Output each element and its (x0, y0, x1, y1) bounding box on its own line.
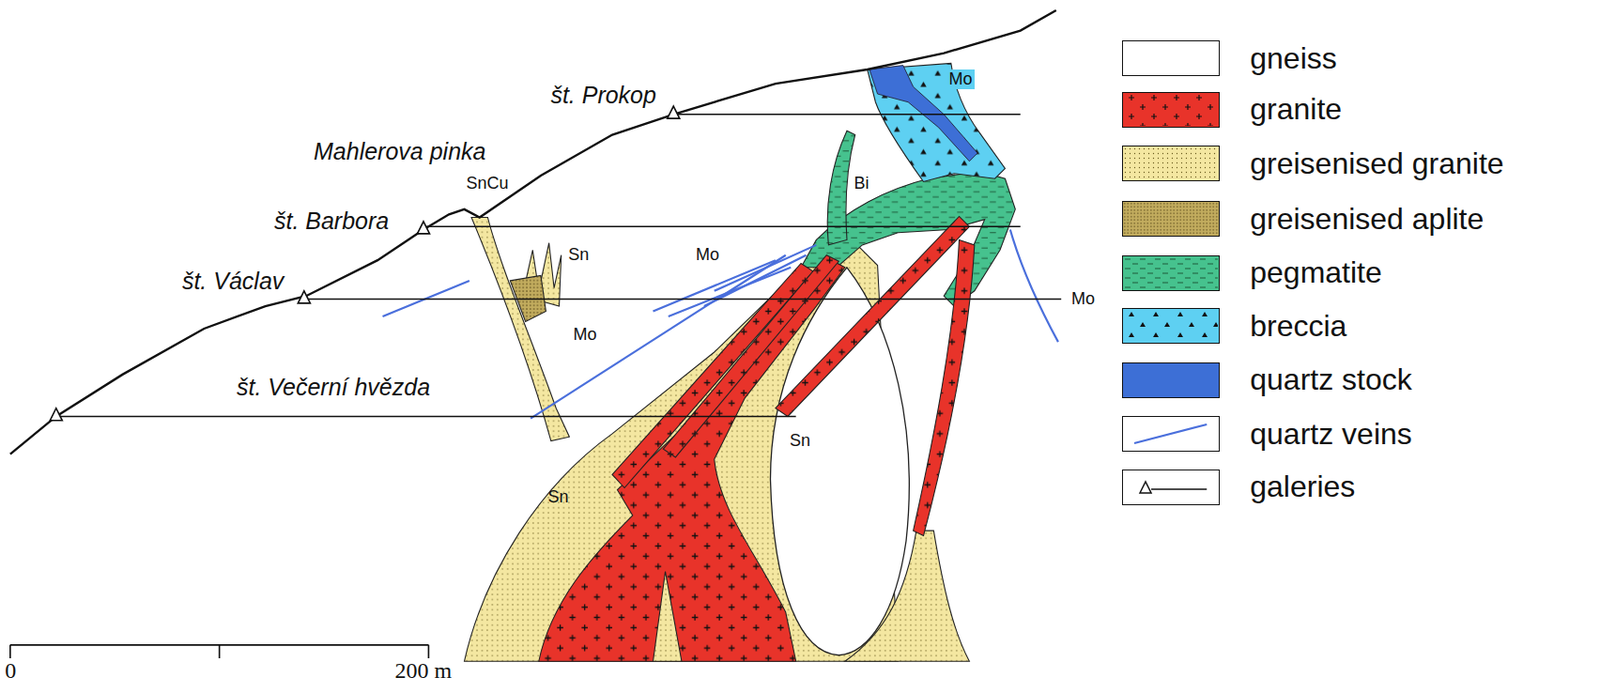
scale-label: 200 m (392, 658, 454, 685)
legend-swatch (1122, 200, 1219, 237)
element-label: Mo (946, 69, 974, 90)
legend-label: quartz stock (1249, 362, 1413, 398)
element-label: Bi (851, 173, 871, 194)
gallery-name: št. Barbora (272, 207, 391, 235)
element-label: Mo (1069, 289, 1097, 309)
gallery-levels (58, 114, 1062, 417)
breccia-pipe (867, 62, 1006, 182)
legend-swatch (1122, 40, 1219, 77)
gallery-sample (1122, 469, 1219, 506)
swatch-texture (1123, 146, 1217, 180)
legend-label: granite (1249, 92, 1342, 127)
element-label: Sn (566, 245, 591, 265)
vein-sample (1122, 415, 1219, 452)
legend-swatch (1122, 362, 1219, 399)
legend-label: greisenised granite (1249, 146, 1504, 182)
swatch-texture (1123, 308, 1217, 342)
legend-swatch (1122, 307, 1219, 344)
element-label: Mo (571, 324, 600, 345)
legend-label: greisenised aplite (1249, 201, 1484, 237)
swatch-texture (1123, 201, 1217, 235)
gallery-portals (49, 106, 680, 421)
quartz-veins (383, 230, 1059, 419)
legend-label: gneiss (1249, 41, 1338, 77)
scale-bar (10, 645, 430, 659)
legend-label: quartz veins (1249, 416, 1413, 452)
greisen-bodies (463, 217, 970, 662)
sample-figure (1123, 470, 1217, 504)
element-label: Sn (545, 487, 570, 508)
legend-label: galeries (1249, 469, 1355, 505)
legend-label: breccia (1249, 308, 1347, 344)
scale-label: 0 (2, 658, 18, 685)
swatch-texture (1123, 256, 1217, 290)
gallery-name: št. Prokop (548, 81, 659, 109)
granite-bodies (538, 215, 975, 662)
legend-swatch (1122, 255, 1219, 292)
locality-name: Mahlerova pinka (311, 138, 488, 166)
element-label: Mo (693, 245, 722, 265)
ground-surface (10, 10, 1057, 455)
legend-swatch (1122, 92, 1219, 128)
legend-label: pegmatite (1249, 255, 1383, 291)
gallery-name: št. Václav (180, 267, 286, 295)
element-label: Sn (787, 430, 813, 451)
legend-swatch (1122, 145, 1219, 182)
sample-figure (1123, 416, 1217, 450)
element-label: SnCu (463, 173, 510, 194)
swatch-texture (1123, 92, 1217, 126)
gallery-name: št. Večerní hvězda (234, 373, 432, 401)
